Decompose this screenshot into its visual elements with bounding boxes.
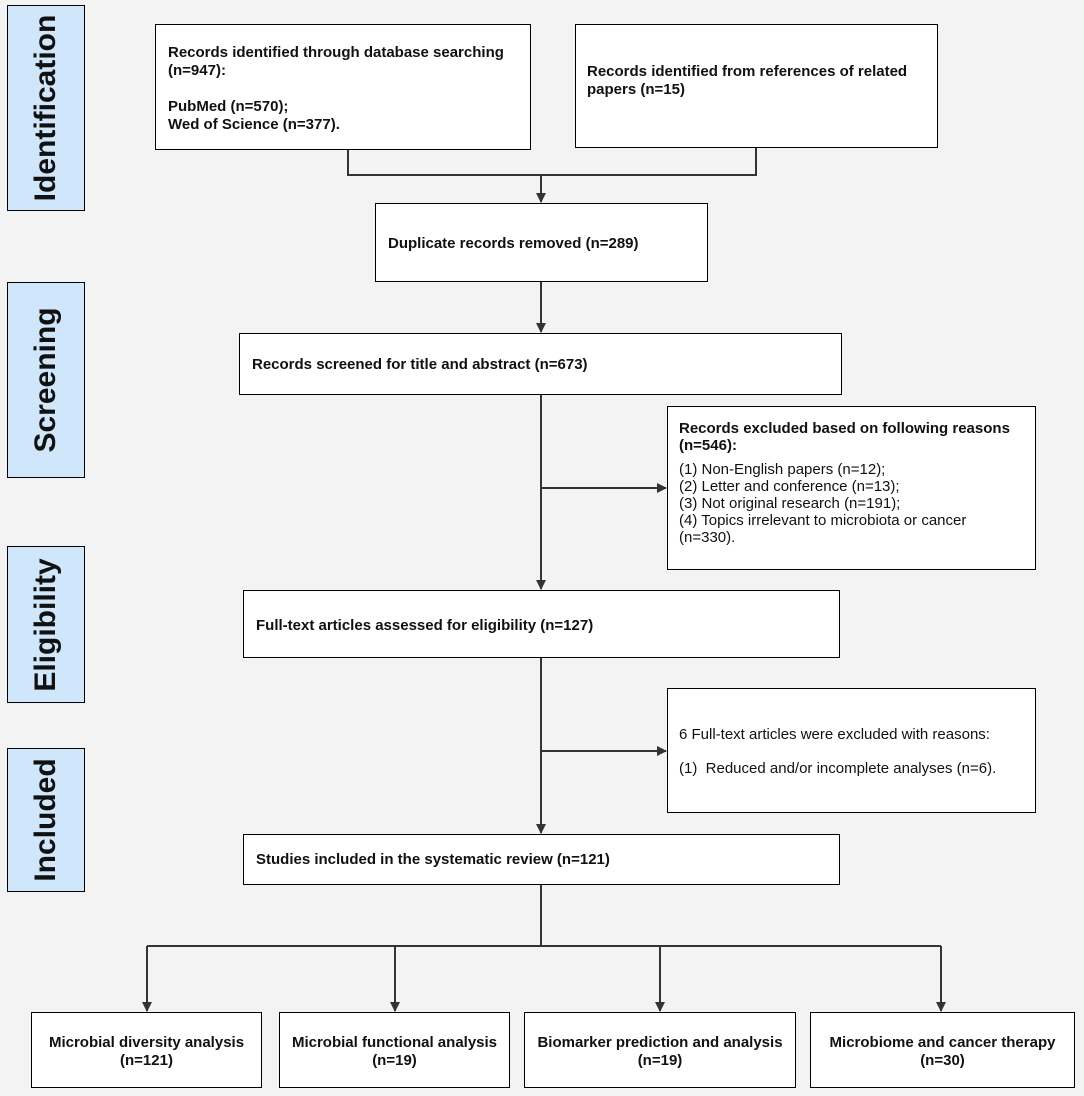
stage-label: Eligibility — [29, 557, 62, 692]
included-text: Studies included in the systematic revie… — [256, 851, 610, 868]
excluded1-reason-3: (3) Not original research (n=191); — [679, 495, 901, 512]
outcome-count: (n=19) — [637, 1052, 683, 1069]
database-search-box: Records identified through database sear… — [155, 24, 531, 150]
outcome-box: Microbial diversity analysis (n=121) — [31, 1012, 262, 1088]
excluded1-reason-2: (2) Letter and conference (n=13); — [679, 478, 900, 495]
outcome-label: Biomarker prediction and analysis — [537, 1034, 783, 1051]
database-title: Records identified through database sear… — [168, 44, 504, 61]
excluded1-title: Records excluded based on following reas… — [679, 420, 1010, 437]
pubmed-count: PubMed (n=570); — [168, 98, 289, 115]
outcome-label: Microbial diversity analysis — [48, 1034, 245, 1051]
spacer — [679, 454, 1027, 461]
connector-references-merge — [541, 147, 757, 176]
wos-count: Wed of Science (n=377). — [168, 116, 340, 133]
screened-text: Records screened for title and abstract … — [252, 356, 588, 373]
stage-eligibility: Eligibility — [7, 546, 85, 703]
screened-box: Records screened for title and abstract … — [239, 333, 842, 395]
stage-screening: Screening — [7, 282, 85, 478]
fulltext-box: Full-text articles assessed for eligibil… — [243, 590, 840, 658]
duplicates-text: Duplicate records removed (n=289) — [388, 235, 639, 252]
outcome-label: Microbial functional analysis — [291, 1034, 498, 1051]
excluded2-title: 6 Full-text articles were excluded with … — [679, 726, 990, 743]
outcome-box: Biomarker prediction and analysis (n=19) — [524, 1012, 796, 1088]
duplicates-box: Duplicate records removed (n=289) — [375, 203, 708, 282]
references-line1: Records identified from references of re… — [587, 63, 908, 80]
spacer — [679, 744, 1027, 760]
excluded-records-box: Records excluded based on following reas… — [667, 406, 1036, 570]
stage-label: Included — [29, 758, 62, 882]
outcome-box: Microbial functional analysis (n=19) — [279, 1012, 510, 1088]
included-box: Studies included in the systematic revie… — [243, 834, 840, 885]
connector-database-merge — [347, 149, 541, 176]
excluded2-reason: (1) Reduced and/or incomplete analyses (… — [679, 760, 997, 777]
references-line2: papers (n=15) — [587, 81, 685, 98]
stage-label: Screening — [29, 307, 62, 453]
spacer — [168, 80, 520, 98]
stage-included: Included — [7, 748, 85, 892]
outcome-count: (n=121) — [120, 1052, 173, 1069]
stage-label: Identification — [29, 14, 62, 202]
stage-identification: Identification — [7, 5, 85, 211]
outcome-box: Microbiome and cancer therapy (n=30) — [810, 1012, 1075, 1088]
outcome-count: (n=30) — [920, 1052, 965, 1069]
excluded-fulltext-box: 6 Full-text articles were excluded with … — [667, 688, 1036, 813]
outcome-count: (n=19) — [372, 1052, 417, 1069]
excluded1-reason-4: (4) Topics irrelevant to microbiota or c… — [679, 512, 967, 529]
fulltext-text: Full-text articles assessed for eligibil… — [256, 617, 594, 634]
excluded1-reason-1: (1) Non-English papers (n=12); — [679, 461, 886, 478]
outcome-label: Microbiome and cancer therapy — [829, 1034, 1056, 1051]
excluded1-count: (n=546): — [679, 437, 737, 454]
database-count: (n=947): — [168, 62, 226, 79]
references-box: Records identified from references of re… — [575, 24, 938, 148]
excluded1-reason-5: (n=330). — [679, 529, 736, 546]
